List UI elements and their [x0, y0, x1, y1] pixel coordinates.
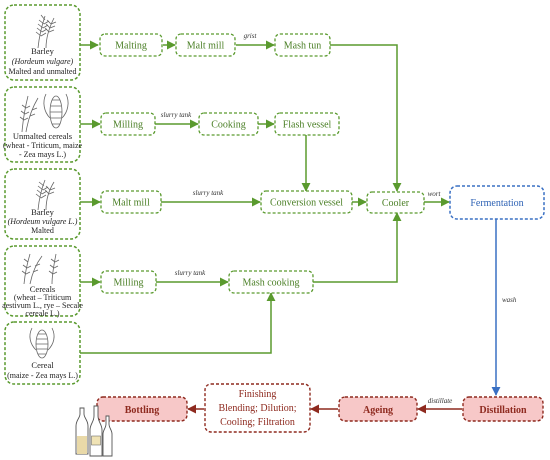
cereals-title: Cereals	[30, 284, 56, 294]
step-cooler: Cooler	[366, 191, 425, 214]
step-finishing: Finishing Blending; Dilution; Cooling; F…	[204, 383, 311, 433]
source-barley: Barley (Hordeum vulgare) Malted and unma…	[4, 4, 81, 81]
edge-label-slurry-tank-1: slurry tank	[161, 111, 192, 119]
step-ageing: Ageing	[338, 396, 418, 422]
svg-text:Distillation: Distillation	[479, 405, 527, 416]
step-fermentation: Fermentation	[449, 185, 545, 220]
barley-malted-title: Barley	[31, 207, 54, 217]
barley-ear-icon	[35, 14, 57, 49]
source-barley-malted: Barley (Hordeum vulgare L.) Malted	[4, 168, 81, 240]
cereals-detail-2: aestivum L., rye – Secale	[2, 301, 83, 310]
svg-text:Fermentation: Fermentation	[470, 198, 523, 209]
step-milling-1: Milling	[100, 112, 156, 136]
wheat-ear-icon	[21, 253, 43, 285]
edge-label-wash: wash	[502, 296, 517, 304]
wheat-ear-icon	[48, 253, 60, 285]
step-mash-cooking: Mash cooking	[228, 270, 314, 294]
cereal-maize-title: Cereal	[31, 360, 54, 370]
svg-text:Ageing: Ageing	[363, 405, 393, 416]
finishing-detail-1: Blending; Dilution;	[218, 403, 296, 414]
svg-text:Cooler: Cooler	[382, 198, 410, 209]
corn-cob-icon	[43, 93, 69, 129]
barley-note: Malted and unmalted	[9, 67, 77, 76]
cereal-maize-detail: (maize - Zea mays L.)	[7, 371, 78, 380]
barley-malted-species: (Hordeum vulgare L.)	[8, 217, 78, 226]
svg-text:Bottling: Bottling	[125, 405, 159, 416]
svg-text:Malt mill: Malt mill	[112, 198, 150, 209]
finishing-detail-2: Cooling; Filtration	[220, 417, 295, 428]
edge-label-slurry-tank-2: slurry tank	[193, 189, 224, 197]
edge-label-slurry-tank-3: slurry tank	[175, 269, 206, 277]
unmalted-detail-2: - Zea mays L.)	[19, 150, 66, 159]
edge-label-distillate: distillate	[428, 397, 453, 405]
svg-text:Milling: Milling	[113, 120, 143, 131]
source-cereals: Cereals (wheat – Triticum aestivum L., r…	[2, 245, 83, 318]
svg-text:Malt mill: Malt mill	[187, 41, 225, 52]
step-distillation: Distillation	[462, 396, 544, 422]
step-malt-mill-1: Malt mill	[175, 33, 236, 57]
bottles-icon	[75, 405, 113, 457]
edge-label-wort: wort	[428, 190, 442, 198]
cereals-detail-1: (wheat – Triticum	[14, 293, 72, 302]
svg-text:Flash vessel: Flash vessel	[283, 120, 332, 131]
svg-text:Malting: Malting	[115, 41, 147, 52]
edge-label-grist: grist	[244, 32, 258, 40]
cereals-detail-3: cereale L.)	[25, 309, 60, 318]
step-cooking: Cooking	[198, 112, 259, 136]
barley-malted-note: Malted	[31, 226, 54, 235]
step-conversion-vessel: Conversion vessel	[260, 190, 353, 214]
finishing-title: Finishing	[239, 389, 277, 400]
arrow-mash-tun-to-cooler	[330, 44, 402, 192]
step-bottling: Bottling	[96, 396, 188, 422]
barley-ear-icon	[35, 179, 56, 211]
step-milling-2: Milling	[100, 270, 157, 294]
step-malting: Malting	[99, 33, 163, 57]
svg-text:Milling: Milling	[113, 278, 143, 289]
corn-cob-icon	[29, 327, 55, 359]
source-unmalted-cereals: Unmalted cereals (wheat - Triticum, maiz…	[3, 86, 83, 163]
source-cereal-maize: Cereal (maize - Zea mays L.)	[4, 321, 81, 385]
step-mash-tun: Mash tun	[274, 33, 331, 57]
unmalted-detail-1: (wheat - Triticum, maize	[3, 141, 83, 150]
svg-text:Conversion vessel: Conversion vessel	[270, 198, 343, 209]
step-flash-vessel: Flash vessel	[274, 112, 340, 136]
svg-text:Cooking: Cooking	[211, 120, 245, 131]
unmalted-title: Unmalted cereals	[13, 131, 72, 141]
wheat-ear-icon	[19, 95, 39, 133]
arrow-maize-to-mash-cooking	[80, 292, 276, 354]
barley-species: (Hordeum vulgare)	[12, 57, 74, 66]
step-malt-mill-2: Malt mill	[100, 190, 162, 214]
barley-title: Barley	[31, 46, 54, 56]
svg-text:Mash tun: Mash tun	[284, 41, 322, 52]
arrow-mash-cooking-to-cooler	[313, 212, 402, 283]
svg-text:Mash cooking: Mash cooking	[243, 278, 300, 289]
